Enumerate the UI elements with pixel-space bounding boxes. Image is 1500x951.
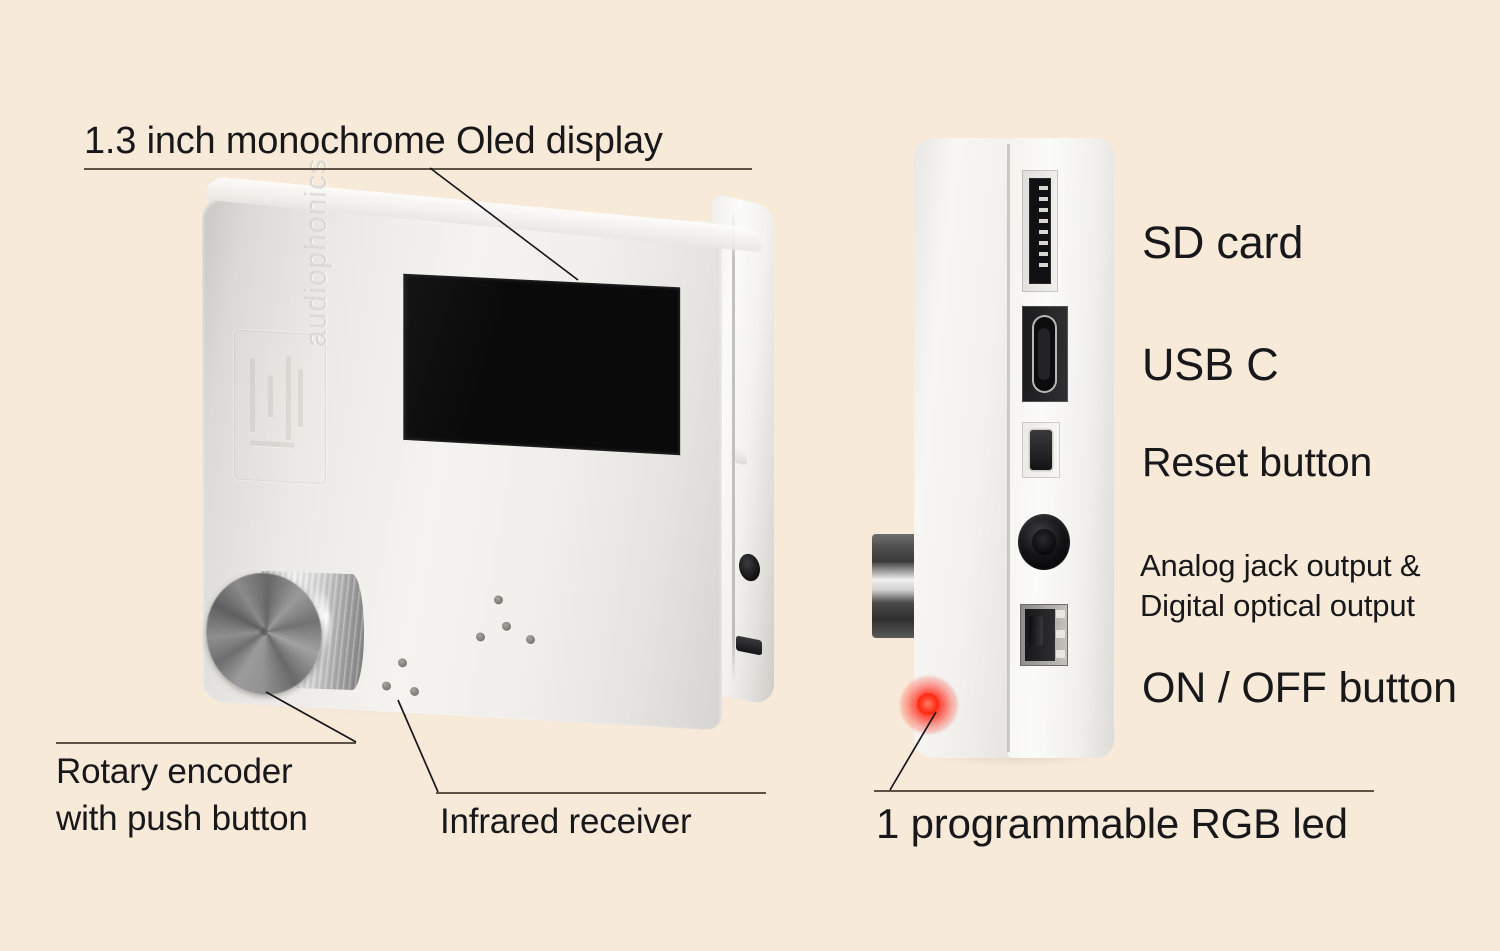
oled-display xyxy=(404,275,679,454)
callout-usb-c-label: USB C xyxy=(1142,339,1279,390)
callout-rgb-led-label: 1 programmable RGB led xyxy=(876,800,1348,847)
switch-lever xyxy=(1029,616,1043,646)
reset-button-cap xyxy=(1030,430,1052,470)
reset-button[interactable] xyxy=(1022,422,1060,478)
side-case-seam xyxy=(1007,144,1010,752)
case-seam-line xyxy=(732,211,735,683)
callout-rotary-underline xyxy=(56,742,356,744)
sd-card-slot[interactable] xyxy=(1022,170,1058,292)
callout-infrared-underline xyxy=(436,792,766,794)
device-side-view xyxy=(872,134,1142,774)
callout-onoff-label: ON / OFF button xyxy=(1142,664,1457,712)
switch-pin-bottom xyxy=(1056,650,1065,658)
embossed-logo-mark xyxy=(242,344,316,468)
callout-rotary-label-line2: with push button xyxy=(56,799,308,838)
side-case-left-half xyxy=(914,138,1010,758)
front-edge-notch xyxy=(735,446,747,466)
usb-c-tongue xyxy=(1038,328,1050,380)
jack-opening xyxy=(1032,529,1056,555)
infrared-receiver-holes xyxy=(376,583,566,723)
analog-optical-jack[interactable] xyxy=(1018,514,1070,570)
callout-rgb-led-underline xyxy=(874,790,1374,792)
callout-sd-card-label: SD card xyxy=(1142,217,1304,268)
callout-rotary-label-line1: Rotary encoder xyxy=(56,752,293,791)
switch-pin-top xyxy=(1056,610,1065,618)
callout-infrared-label: Infrared receiver xyxy=(440,802,692,841)
rgb-led xyxy=(917,693,939,715)
callout-analog-label-line2: Digital optical output xyxy=(1140,588,1415,623)
rotary-encoder-knob[interactable] xyxy=(204,565,384,711)
device-front-view: audiophonics xyxy=(196,157,788,732)
on-off-switch[interactable] xyxy=(1020,604,1068,666)
callout-analog-label-line1: Analog jack output & xyxy=(1140,548,1421,583)
sd-slot-contacts xyxy=(1039,186,1048,274)
callout-oled-underline xyxy=(84,168,752,170)
callout-reset-label: Reset button xyxy=(1142,439,1373,485)
switch-pin-middle xyxy=(1056,630,1065,638)
embossed-brand-text: audiophonics xyxy=(300,157,333,348)
callout-oled-display-label: 1.3 inch monochrome Oled display xyxy=(84,120,663,162)
usb-c-port[interactable] xyxy=(1022,306,1068,402)
